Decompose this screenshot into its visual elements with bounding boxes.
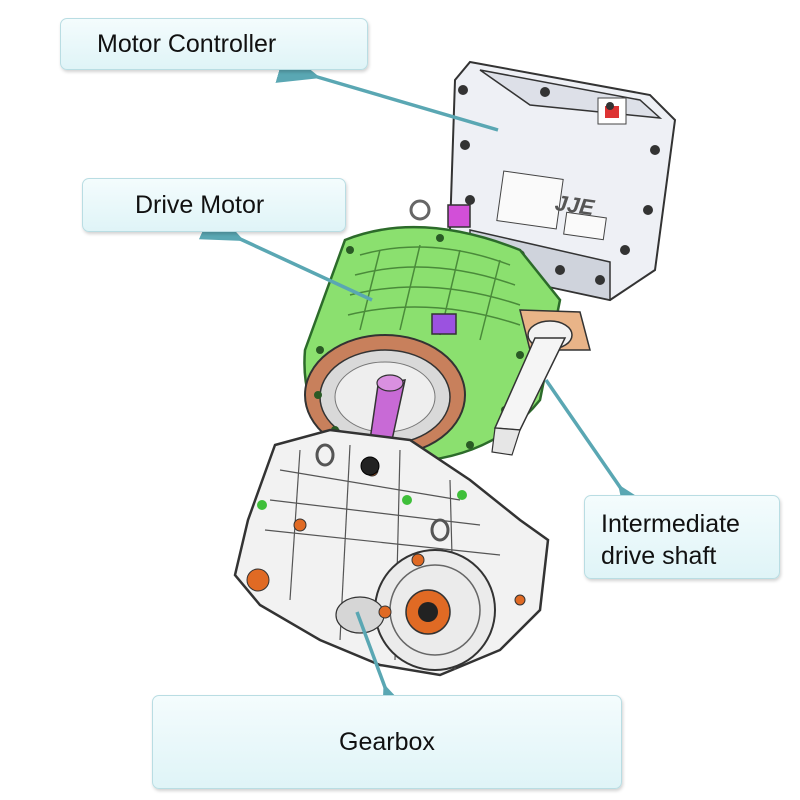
gearbox-leader-arrow — [355, 611, 415, 729]
intermediate-drive-shaft — [491, 309, 591, 456]
motor-leader-arrow — [198, 207, 373, 302]
intermediate-drive-shaft-label: Intermediate drive shaft — [584, 495, 780, 579]
motor-controller-label-text: Motor Controller — [97, 29, 277, 58]
drive-motor-label: Drive Motor — [82, 178, 346, 232]
intermediate-drive-shaft-label-line2: drive shaft — [601, 542, 717, 570]
drive-motor-unit — [303, 225, 562, 462]
gearbox-unit — [233, 428, 550, 677]
intermediate-drive-shaft-label-line1: Intermediate — [601, 509, 740, 538]
svg-text:JJE: JJE — [553, 190, 597, 220]
gearbox-label: Gearbox — [152, 695, 622, 789]
drive-motor-label-text: Drive Motor — [135, 190, 265, 219]
controller-leader-arrow — [275, 49, 499, 132]
shaft-leader-arrow — [544, 379, 657, 529]
gearbox-label-text: Gearbox — [339, 727, 435, 756]
motor-controller-label: Motor Controller — [60, 18, 368, 70]
